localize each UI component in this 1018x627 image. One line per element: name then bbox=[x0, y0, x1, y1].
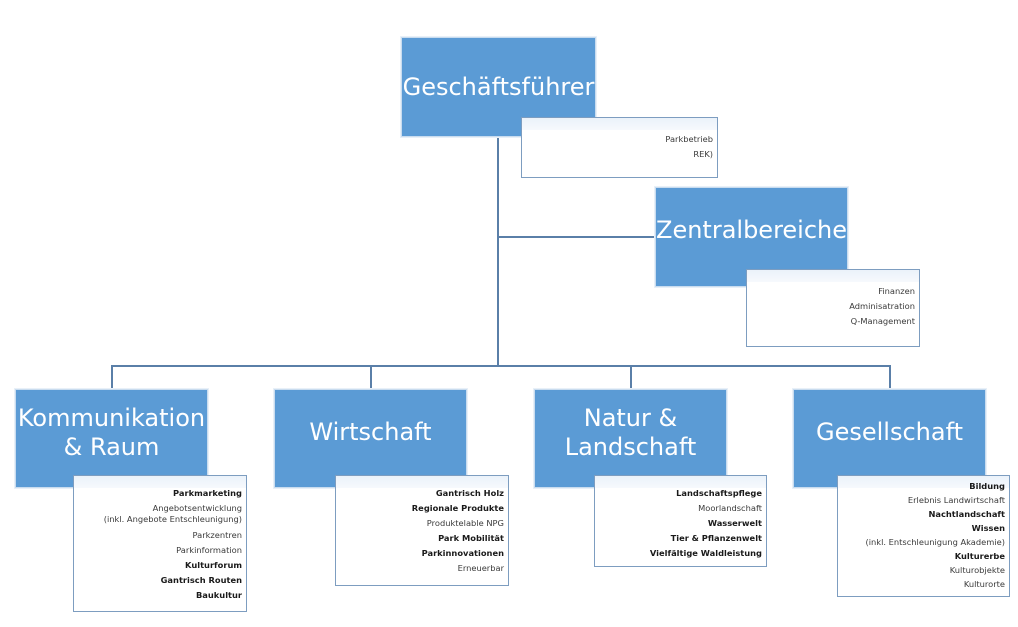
list-item: Produktelable NPG bbox=[426, 518, 504, 528]
list-item: Landschaftspflege bbox=[676, 488, 762, 498]
node-wirtschaft[interactable]: Wirtschaft bbox=[274, 389, 467, 488]
node-title: Zentralbereiche bbox=[656, 215, 848, 244]
node-title-line2: Landschaft bbox=[564, 432, 697, 461]
connector-root-trunk bbox=[497, 137, 499, 366]
subbox-natur-landschaft: Landschaftspflege Moorlandschaft Wasserw… bbox=[594, 475, 767, 567]
list-item: Kulturforum bbox=[185, 560, 242, 570]
connector-drop-gesellschaft bbox=[889, 365, 891, 389]
node-title: Natur & Landschaft bbox=[565, 404, 697, 462]
list-item: Bildung bbox=[969, 481, 1005, 491]
list-item: Kulturobjekte bbox=[949, 565, 1005, 575]
list-item: Adminisatration bbox=[849, 301, 915, 311]
list-item: Parkbetrieb bbox=[665, 134, 713, 144]
node-title-line1: Natur & bbox=[583, 403, 678, 432]
node-gesellschaft[interactable]: Gesellschaft bbox=[793, 389, 986, 488]
list-item: Parkzentren bbox=[192, 530, 243, 540]
list-item: Erneuerbar bbox=[457, 563, 504, 573]
node-title: Kommunikation & Raum bbox=[18, 404, 205, 462]
subbox-geschaeftsfuehrer: Parkbetrieb REK) bbox=[521, 117, 718, 178]
list-item: Parkmarketing bbox=[173, 488, 242, 498]
list-item: Finanzen bbox=[878, 286, 915, 296]
node-title: Wirtschaft bbox=[309, 418, 432, 447]
list-item: Park Mobilität bbox=[438, 533, 504, 543]
list-item: Kulturerbe bbox=[954, 551, 1005, 561]
list-item: Gantrisch Routen bbox=[160, 575, 242, 585]
list-item: (inkl. Entschleunigung Akademie) bbox=[865, 537, 1005, 547]
node-title: Gesellschaft bbox=[815, 418, 964, 447]
list-item: Parkinnovationen bbox=[421, 548, 504, 558]
subbox-wirtschaft: Gantrisch Holz Regionale Produkte Produk… bbox=[335, 475, 509, 586]
list-item: Wasserwelt bbox=[707, 518, 762, 528]
node-title-line2: & Raum bbox=[63, 432, 160, 461]
list-item: Moorlandschaft bbox=[698, 503, 762, 513]
list-item: Parkinformation bbox=[176, 545, 242, 555]
list-item: Baukultur bbox=[195, 590, 242, 600]
list-item: Tier & Pflanzenwelt bbox=[670, 533, 762, 543]
list-item: Vielfältige Waldleistung bbox=[649, 548, 762, 558]
list-item: Nachtlandschaft bbox=[928, 509, 1005, 519]
subbox-gesellschaft: Bildung Erlebnis Landwirtschaft Nachtlan… bbox=[837, 475, 1010, 597]
connector-drop-wirtschaft bbox=[370, 365, 372, 389]
list-item: Regionale Produkte bbox=[411, 503, 504, 513]
connector-bus bbox=[111, 365, 890, 367]
subbox-kommunikation-raum: Parkmarketing Angebotsentwicklung (inkl.… bbox=[73, 475, 247, 612]
node-title: Geschäftsführer bbox=[402, 72, 595, 101]
list-item: REK) bbox=[693, 149, 713, 159]
node-geschaeftsfuehrer[interactable]: Geschäftsführer bbox=[401, 37, 596, 137]
list-item: Angebotsentwicklung bbox=[152, 503, 242, 513]
list-item: Wissen bbox=[971, 523, 1005, 533]
list-item: Erlebnis Landwirtschaft bbox=[907, 495, 1005, 505]
node-title-line1: Kommunikation bbox=[17, 403, 206, 432]
subbox-zentralbereiche: Finanzen Adminisatration Q-Management bbox=[746, 269, 920, 347]
list-item: Gantrisch Holz bbox=[435, 488, 504, 498]
connector-central bbox=[497, 236, 655, 238]
connector-drop-natur bbox=[630, 365, 632, 389]
node-kommunikation-raum[interactable]: Kommunikation & Raum bbox=[15, 389, 208, 488]
connector-drop-kommunikation bbox=[111, 365, 113, 389]
list-item: Kulturorte bbox=[963, 579, 1005, 589]
list-item: (inkl. Angebote Entschleunigung) bbox=[103, 514, 242, 524]
node-natur-landschaft[interactable]: Natur & Landschaft bbox=[534, 389, 727, 488]
list-item: Q-Management bbox=[850, 316, 915, 326]
